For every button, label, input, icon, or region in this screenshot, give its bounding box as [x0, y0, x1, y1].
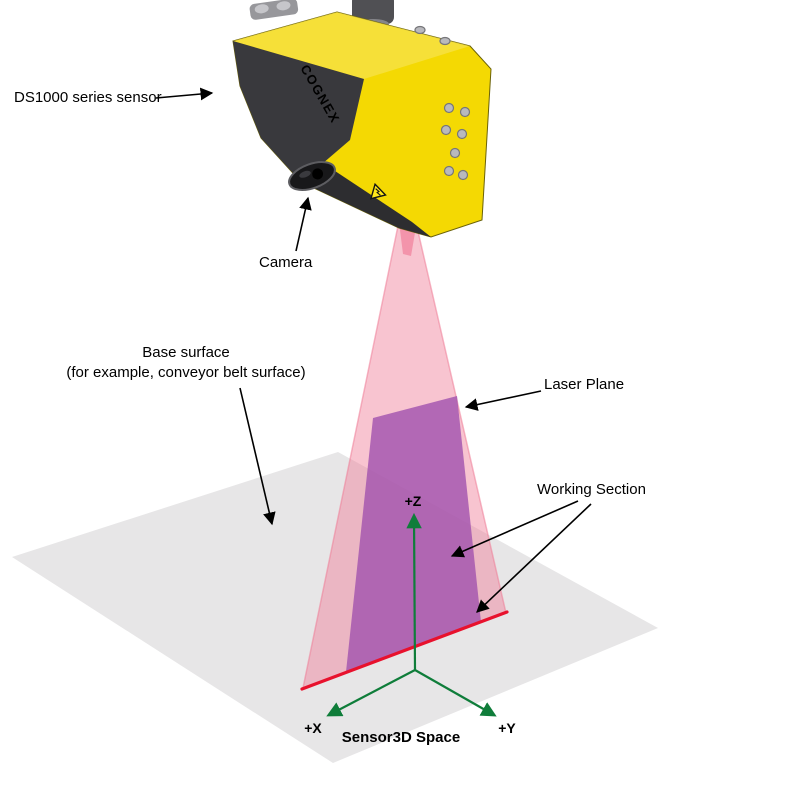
label-camera: Camera: [259, 254, 313, 271]
arrow-base-surface: [239, 387, 276, 526]
label-working-section: Working Section: [537, 481, 646, 498]
label-base-surface-line1: Base surface: [142, 344, 230, 361]
axis-x: [326, 669, 416, 717]
sensor-connector-small: [249, 0, 299, 20]
screw-icon: [443, 102, 455, 114]
sensor-top-face: [233, 12, 470, 79]
axis-z: [406, 512, 422, 671]
screw-icon: [414, 25, 426, 35]
screw-icon: [439, 36, 451, 46]
sensor3d-space-label: Sensor3D Space: [342, 729, 460, 746]
base-surface: [12, 452, 658, 763]
annotations: DS1000 series sensor Camera Base surface…: [14, 87, 646, 613]
axis-z-label: +Z: [405, 493, 422, 509]
arrow-laser-plane: [464, 390, 542, 411]
screw-icon: [440, 124, 452, 136]
label-ds1000: DS1000 series sensor: [14, 89, 162, 106]
label-laser-plane: Laser Plane: [544, 376, 624, 393]
sensor-front-wedge: [233, 41, 364, 182]
arrow-ds1000: [155, 87, 214, 101]
axis-y: [414, 669, 497, 717]
sensor-ds1000: COGNEX: [232, 0, 492, 238]
laser-line: [300, 610, 509, 691]
screw-icon: [443, 165, 455, 177]
screw-icon: [459, 106, 471, 118]
arrow-camera: [295, 196, 312, 252]
arrow-working-section-lower: [476, 503, 592, 613]
screw-icon: [456, 128, 468, 140]
sensor-screws: [414, 25, 471, 181]
sensor-bottom: [301, 169, 431, 237]
label-base-surface-line2: (for example, conveyor belt surface): [66, 364, 305, 381]
camera-lens: [288, 161, 336, 191]
arrow-working-section-upper: [450, 500, 579, 558]
axis-x-label: +X: [304, 720, 322, 736]
screw-icon: [457, 169, 469, 181]
sensor3d-axes: +Z +X +Y Sensor3D Space: [304, 493, 516, 746]
screw-icon: [449, 147, 461, 159]
laser-warning-icon: [369, 182, 387, 200]
axis-y-label: +Y: [498, 720, 516, 736]
